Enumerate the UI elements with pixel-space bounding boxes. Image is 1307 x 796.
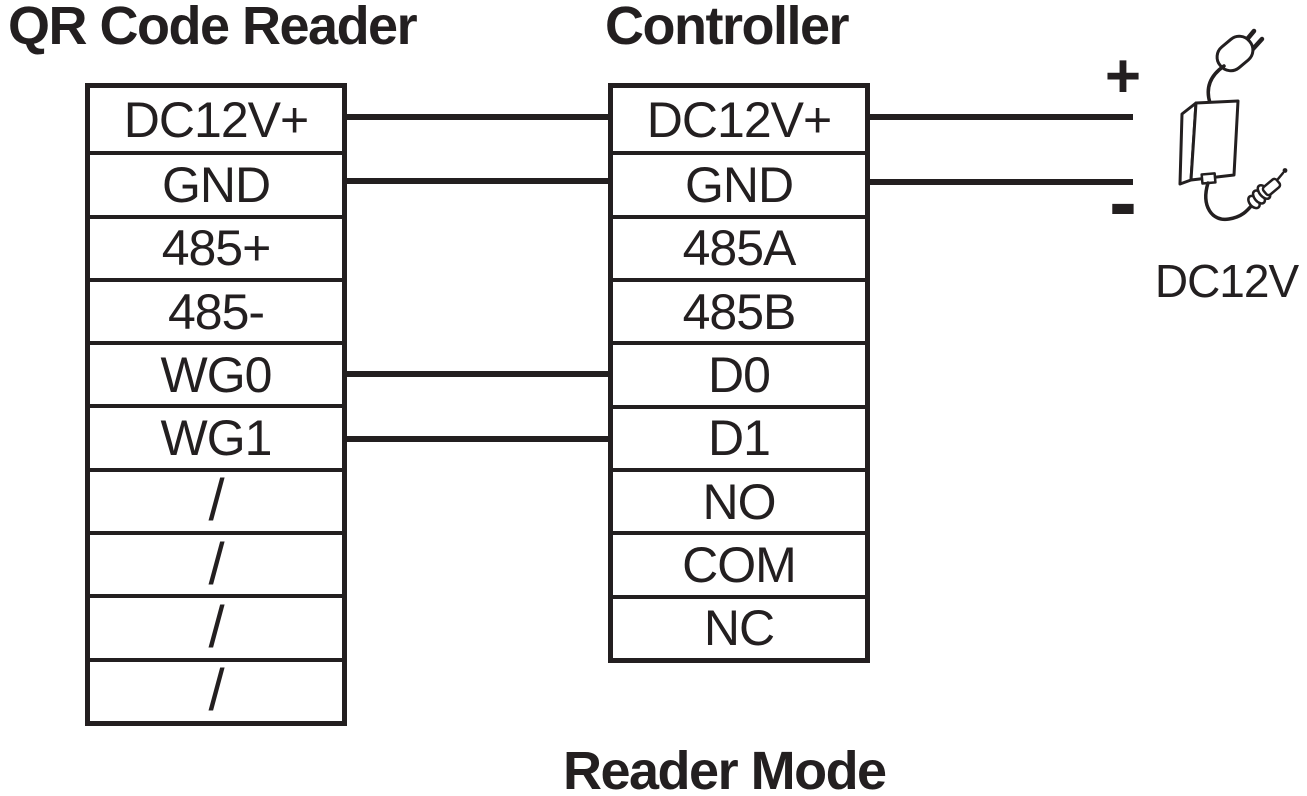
pin-cell-reader-8: /: [90, 594, 342, 657]
pin-cell-controller-6: NO: [613, 467, 865, 531]
pin-cell-controller-5: D1: [613, 404, 865, 468]
wire-reader-dc12v+-to-controller-dc12v+: [347, 114, 608, 120]
negative-terminal-label: -: [1109, 155, 1137, 249]
pin-cell-reader-3: 485-: [90, 277, 342, 341]
pin-cell-reader-7: /: [90, 531, 342, 594]
pin-cell-controller-0: DC12V+: [646, 91, 832, 148]
pin-cell-reader-5: WG1: [90, 404, 342, 467]
mains-plug-icon: [1215, 28, 1265, 73]
controller-title: Controller: [605, 0, 850, 56]
wire-reader-wg0-to-controller-d0: [347, 371, 608, 377]
pin-cell-controller-1: GND: [613, 151, 865, 214]
adapter-brick: [1178, 99, 1240, 186]
wire-controller-gnd-to-power-negative: [870, 179, 1133, 185]
wire-reader-gnd-to-controller-gnd: [347, 178, 608, 184]
wire-controller-dc12v+-to-power-positive: [870, 114, 1133, 120]
mode-caption: Reader Mode: [563, 741, 887, 796]
wire-reader-wg1-to-controller-d1: [347, 436, 608, 442]
pin-cell-reader-4: WG0: [90, 341, 342, 404]
adapter-output-cord: [1204, 181, 1255, 222]
reader-title: QR Code Reader: [8, 0, 418, 56]
pin-cell-controller-7: COM: [613, 531, 865, 594]
pin-cell-controller-2: 485A: [613, 214, 865, 278]
positive-terminal-label: +: [1104, 42, 1142, 111]
adapter-input-cord: [1206, 64, 1226, 105]
pin-cell-controller-3: 485B: [613, 277, 865, 341]
pin-cell-reader-0: DC12V+: [123, 91, 309, 148]
pin-cell-reader-6: /: [90, 467, 342, 531]
pin-cell-controller-8: NC: [613, 594, 865, 658]
pin-cell-reader-9: /: [90, 657, 342, 721]
pin-cell-controller-4: D0: [613, 341, 865, 404]
pin-cell-reader-1: GND: [90, 151, 342, 214]
power-adapter-icon: [1178, 28, 1288, 222]
power-supply-label: DC12V: [1154, 255, 1299, 307]
pin-cell-reader-2: 485+: [90, 214, 342, 278]
barrel-connector-icon: [1247, 168, 1288, 210]
